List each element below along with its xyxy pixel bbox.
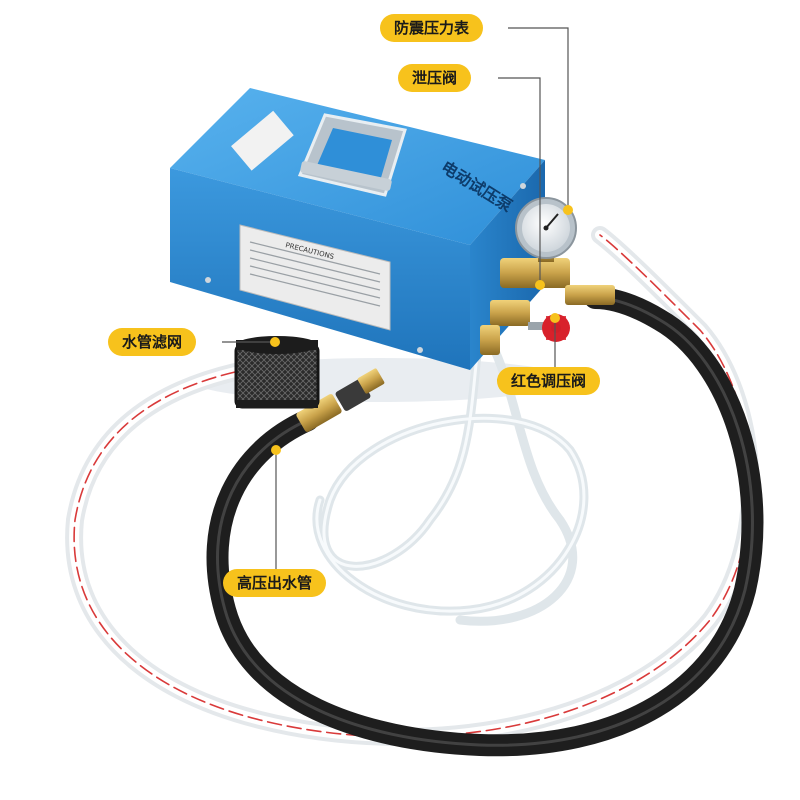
label-hose-filter: 水管滤网 xyxy=(108,328,197,356)
label-high-pressure-hose: 高压出水管 xyxy=(223,569,327,597)
label-relief-valve: 泄压阀 xyxy=(398,64,472,92)
screws xyxy=(205,183,526,353)
brass-manifold xyxy=(480,258,615,355)
pressure-gauge xyxy=(515,197,577,262)
leader-dots xyxy=(270,205,573,455)
label-red-regulator-valve: 红色调压阀 xyxy=(497,367,601,395)
red-regulator-knob xyxy=(528,314,570,342)
carry-handle xyxy=(297,113,407,197)
label-shockproof-gauge: 防震压力表 xyxy=(380,14,484,42)
water-filter xyxy=(234,336,320,409)
top-sticker xyxy=(231,110,294,171)
outlet-hose-fitting xyxy=(296,368,385,432)
outlet-hose xyxy=(206,287,764,757)
intake-hose xyxy=(65,226,760,746)
precautions-plate xyxy=(239,224,391,331)
